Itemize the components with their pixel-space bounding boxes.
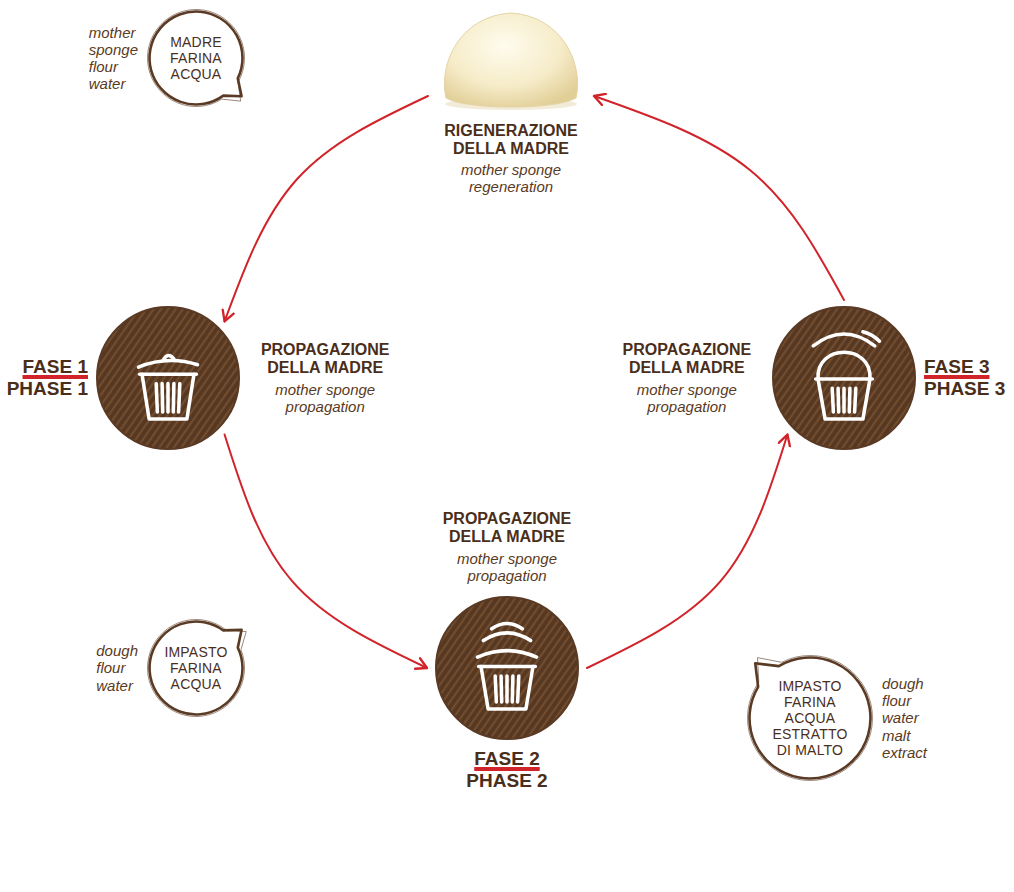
phase-disc: [96, 306, 240, 450]
phase-label: FASE 3: [924, 356, 989, 378]
flow-arrow: [587, 435, 787, 668]
ingredient-list: MADRE FARINA ACQUA: [156, 34, 236, 82]
bubble-outline: [750, 658, 871, 779]
ingredient-translation: dough flour water: [96, 642, 138, 694]
dough-ball-shape: [444, 13, 577, 107]
bubble-sketch: [148, 9, 245, 106]
heading-translation: mother sponge propagation: [455, 550, 560, 585]
heading-translation: mother sponge propagation: [273, 381, 378, 416]
phase-disc: [435, 596, 579, 740]
phase-disc: [97, 307, 239, 449]
phase-circle: FASE 1PHASE 1PROPAGAZIONE DELLA MADREmot…: [96, 306, 240, 450]
bucket-icon: [138, 356, 197, 419]
bubble-outline: [149, 622, 242, 715]
heading-translation: mother sponge propagation: [634, 381, 739, 416]
ingredient-translation: mother sponge flour water: [89, 24, 138, 93]
phase-label-translation: PHASE 2: [466, 770, 547, 792]
flow-arrow: [225, 96, 428, 321]
phase-label-translation: PHASE 1: [7, 378, 88, 400]
ingredient-bubble: MADRE FARINA ACQUAmother sponge flour wa…: [148, 10, 244, 106]
node-heading: PROPAGAZIONE DELLA MADRE: [436, 510, 578, 547]
flow-arrow: [225, 435, 427, 668]
dough-ball: RIGENERAZIONE DELLA MADREmother sponge r…: [438, 6, 584, 112]
ingredient-bubble: IMPASTO FARINA ACQUA ESTRATTO DI MALTOdo…: [748, 656, 872, 780]
node-heading: PROPAGAZIONE DELLA MADRE: [254, 341, 396, 378]
heading-translation: mother sponge regeneration: [459, 161, 564, 196]
flow-arrow: [594, 96, 844, 300]
ingredient-bubble: IMPASTO FARINA ACQUAdough flour water: [148, 620, 244, 716]
ingredient-translation: dough flour water malt extract: [882, 675, 927, 761]
ingredient-list: IMPASTO FARINA ACQUA: [156, 644, 236, 692]
node-heading: RIGENERAZIONE DELLA MADRE: [440, 122, 582, 159]
dough-ball-image: [438, 6, 584, 112]
bucket-icon: [813, 332, 879, 419]
phase-circle: FASE 2PHASE 2PROPAGAZIONE DELLA MADREmot…: [435, 596, 579, 740]
phase-label-translation: PHASE 3: [924, 378, 1005, 400]
phase-disc: [436, 597, 578, 739]
phase-circle: FASE 3PHASE 3PROPAGAZIONE DELLA MADREmot…: [772, 306, 916, 450]
phase-disc: [773, 307, 915, 449]
node-heading: PROPAGAZIONE DELLA MADRE: [616, 341, 758, 378]
bubble-outline: [150, 11, 243, 104]
phase-label: FASE 1: [23, 356, 88, 378]
ingredient-list: IMPASTO FARINA ACQUA ESTRATTO DI MALTO: [770, 678, 850, 758]
bucket-icon: [477, 623, 536, 709]
phase-disc: [772, 306, 916, 450]
bubble-sketch: [748, 656, 873, 781]
phase-label: FASE 2: [474, 748, 539, 770]
bubble-sketch: [147, 620, 246, 717]
